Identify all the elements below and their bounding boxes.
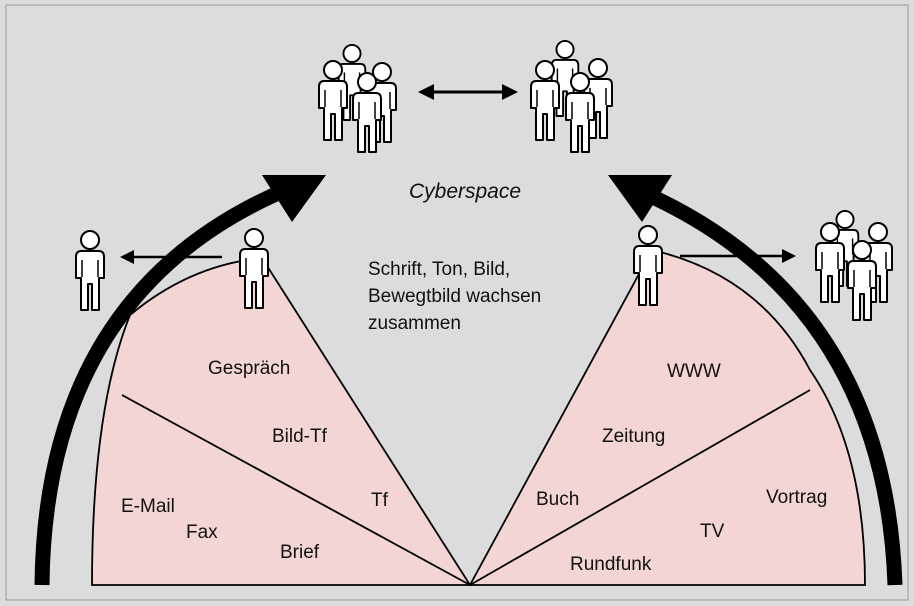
label-fax: Fax	[186, 522, 218, 543]
left-divider	[121, 394, 471, 586]
label-bild-tf: Bild-Tf	[272, 426, 328, 447]
label-brief: Brief	[280, 542, 320, 563]
left-curved-arrow	[34, 181, 293, 586]
center-text-line-1: Schrift, Ton, Bild,	[368, 259, 510, 280]
right-divider	[469, 389, 811, 586]
label-vortrag: Vortrag	[766, 487, 827, 508]
label-tf: Tf	[371, 490, 389, 511]
label-www: WWW	[667, 361, 721, 382]
label-buch: Buch	[536, 489, 579, 510]
right-curved-arrow	[638, 185, 903, 586]
label-gespraech: Gespräch	[208, 358, 290, 379]
label-tv: TV	[700, 521, 725, 542]
right-arrow-head	[608, 175, 672, 222]
frame	[5, 4, 909, 601]
label-email: E-Mail	[121, 496, 175, 517]
left-wedge	[91, 257, 472, 586]
title-label: Cyberspace	[409, 180, 521, 203]
center-text-line-3: zusammen	[368, 313, 461, 334]
center-text-line-2: Bewegtbild wachsen	[368, 286, 541, 307]
label-zeitung: Zeitung	[602, 426, 665, 447]
label-rundfunk: Rundfunk	[570, 554, 652, 575]
left-arrow-head	[262, 175, 326, 222]
right-wedge	[468, 248, 866, 586]
